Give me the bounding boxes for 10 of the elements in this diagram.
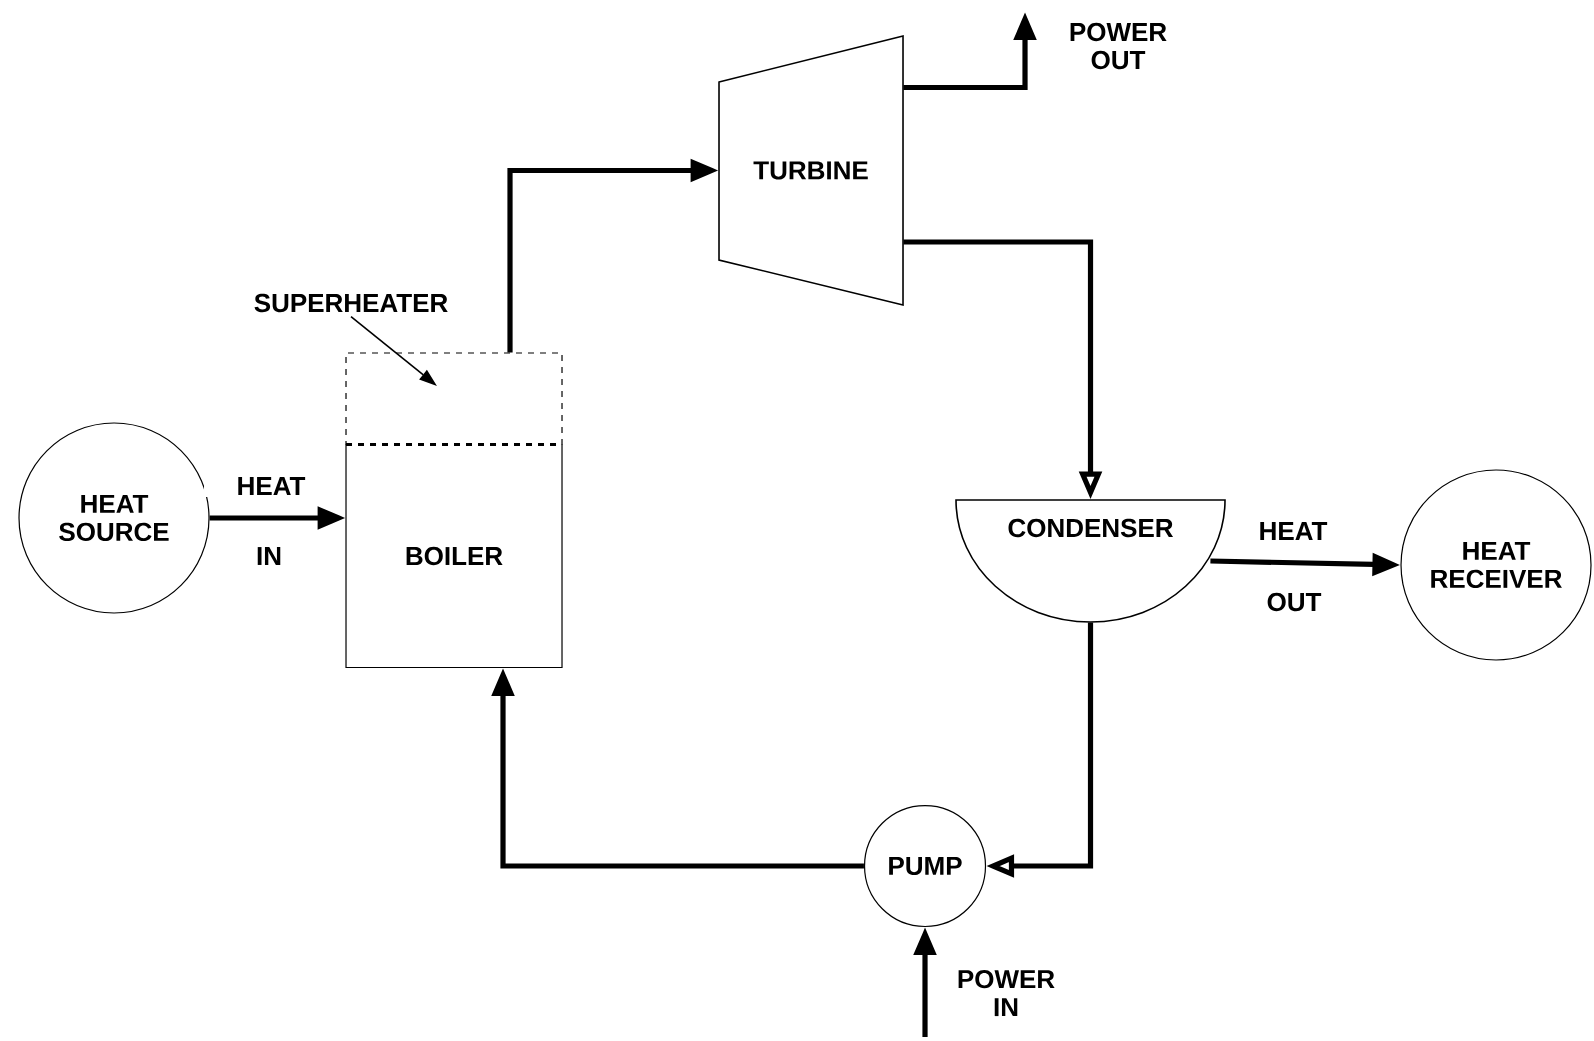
turbine-trapezoid: TURBINE: [718, 35, 904, 307]
label: IN: [257, 547, 281, 565]
edge-label: HEAT: [1260, 522, 1328, 540]
label: OUT: [1267, 592, 1322, 612]
superheater-box: [345, 352, 563, 446]
edge-label: POWER IN: [958, 969, 1055, 1017]
edge-label: POWER OUT: [1070, 22, 1167, 70]
edge-label: HEAT: [238, 477, 306, 495]
leader-text: SUPERHEATER: [254, 293, 448, 313]
boiler-box: BOILER: [345, 443, 563, 669]
